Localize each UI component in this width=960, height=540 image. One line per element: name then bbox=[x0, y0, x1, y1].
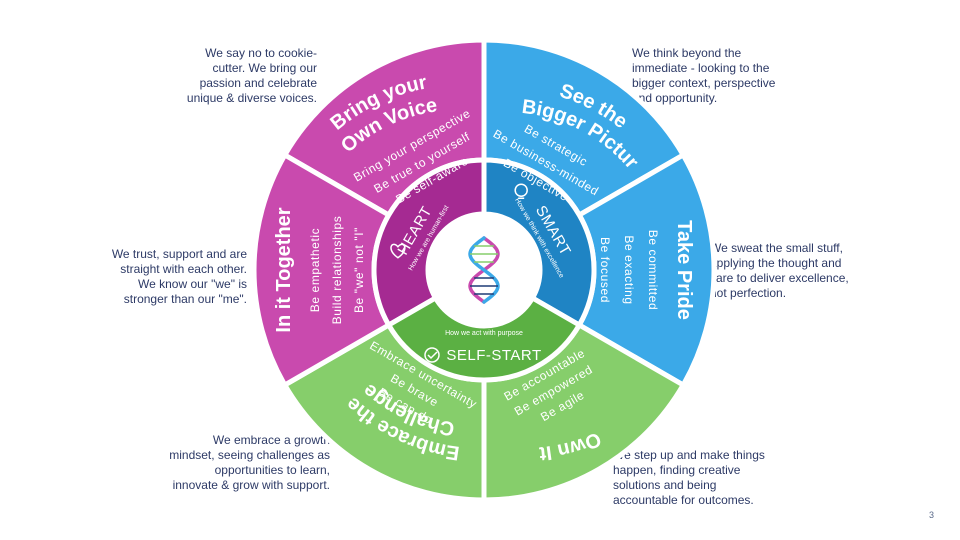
note-embrace-the-challenge: We embrace a growth mindset, seeing chal… bbox=[169, 433, 330, 493]
note-in-it-together: We trust, support and are straight with … bbox=[112, 247, 247, 307]
segment-item-pride: Be committed bbox=[646, 230, 660, 311]
core-selfstart bbox=[385, 294, 583, 383]
segment-item-together: Be "we" not "I" bbox=[352, 227, 366, 313]
note-line: We know our "we" is bbox=[137, 277, 247, 291]
segment-item-pride: Be focused bbox=[598, 237, 612, 303]
note-line: passion and celebrate bbox=[199, 76, 317, 90]
segment-title-together: In it Together bbox=[273, 207, 295, 332]
note-see-bigger-picture: We think beyond the immediate - looking … bbox=[632, 46, 775, 106]
core-subtitle-selfstart: How we act with purpose bbox=[445, 330, 523, 337]
note-line: We say no to cookie- bbox=[205, 46, 317, 60]
note-line: innovate & grow with support. bbox=[172, 478, 330, 492]
note-line: We step up and make things bbox=[613, 448, 765, 462]
note-line: bigger context, perspective bbox=[632, 76, 776, 90]
note-line: We think beyond the bbox=[632, 46, 742, 60]
note-line: not perfection. bbox=[710, 286, 787, 300]
note-line: We trust, support and are bbox=[111, 247, 247, 261]
note-line: stronger than our "me". bbox=[123, 292, 247, 306]
note-own-it: We step up and make things happen, findi… bbox=[613, 448, 765, 508]
note-line: happen, finding creative bbox=[613, 463, 741, 477]
note-line: and opportunity. bbox=[632, 91, 718, 105]
core-heart bbox=[371, 157, 487, 329]
lightbulb-icon bbox=[514, 183, 528, 199]
note-line: mindset, seeing challenges as bbox=[169, 448, 330, 462]
segment-item-together: Build relationships bbox=[330, 216, 344, 325]
dna-icon bbox=[468, 236, 500, 304]
note-line: applying the thought and bbox=[710, 256, 842, 270]
segment-item-together: Be empathetic bbox=[308, 228, 322, 313]
note-line: accountable for outcomes. bbox=[613, 493, 754, 507]
core-title-selfstart: SELF-START bbox=[446, 347, 541, 364]
core-smart bbox=[481, 157, 597, 329]
note-line: solutions and being bbox=[613, 478, 717, 492]
check-circle-icon bbox=[424, 347, 440, 363]
note-line: care to deliver excellence, bbox=[710, 271, 849, 285]
note-line: opportunities to learn, bbox=[214, 463, 330, 477]
note-bring-your-own-voice: We say no to cookie- cutter. We bring ou… bbox=[187, 46, 317, 106]
note-line: straight with each other. bbox=[120, 262, 247, 276]
note-line: We sweat the small stuff, bbox=[710, 241, 843, 255]
note-take-pride: We sweat the small stuff, applying the t… bbox=[710, 241, 849, 301]
note-line: immediate - looking to the bbox=[632, 61, 770, 75]
page-number: 3 bbox=[928, 510, 934, 520]
note-line: cutter. We bring our bbox=[212, 61, 318, 75]
heart-icon bbox=[390, 243, 406, 259]
segment-title-pride: Take Pride bbox=[673, 220, 695, 320]
note-line: unique & diverse voices. bbox=[186, 91, 317, 105]
segment-item-pride: Be exacting bbox=[622, 235, 636, 304]
note-line: We embrace a growth bbox=[212, 433, 330, 447]
